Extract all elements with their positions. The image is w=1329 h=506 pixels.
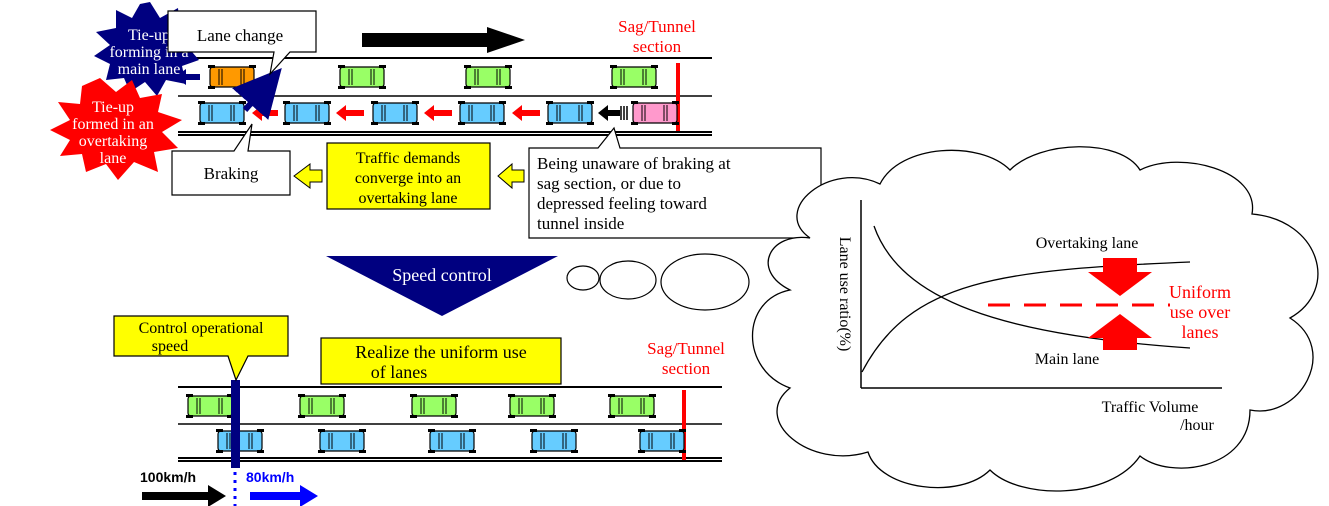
speed-before-label: 100km/h <box>140 469 196 485</box>
speed-after-label: 80km/h <box>246 469 294 485</box>
bottom-road <box>178 386 722 462</box>
sag-label-bottom-2: section <box>662 359 711 378</box>
svg-text:of lanes: of lanes <box>371 362 427 382</box>
speed-after-arrow <box>250 485 318 506</box>
svg-text:Being unaware of braking at: Being unaware of braking at <box>537 154 731 173</box>
sag-label-bottom: Sag/Tunnel <box>647 339 725 358</box>
series-label-main: Main lane <box>1035 351 1099 368</box>
series-label-overtaking: Overtaking lane <box>1036 235 1139 252</box>
annotation-uniform: Uniform <box>1169 282 1231 302</box>
lane-use-chart: Lane use ratio(%) Traffic Volume /hour O… <box>836 200 1231 434</box>
annotation-uniform-2: use over <box>1170 302 1230 322</box>
chart-xlabel-2: /hour <box>1180 417 1214 434</box>
braking-callout: Braking <box>171 123 291 196</box>
sag-label-top: Sag/Tunnel <box>618 17 696 36</box>
chart-cloud <box>751 146 1319 492</box>
svg-text:Realize the uniform use: Realize the uniform use <box>355 342 526 362</box>
unaware-callout: Being unaware of braking at sag section,… <box>528 126 822 239</box>
direction-arrow <box>362 27 525 53</box>
annotation-uniform-3: lanes <box>1182 322 1219 342</box>
svg-text:overtaking lane: overtaking lane <box>358 190 457 207</box>
bottom-main-lane-cars <box>185 393 657 419</box>
arrow-down <box>1088 258 1152 296</box>
control-speed-callout: Control operational speed <box>113 315 289 382</box>
yellow-arrow-left <box>293 163 323 189</box>
svg-text:Traffic demands: Traffic demands <box>356 150 460 167</box>
svg-text:Tie-up: Tie-up <box>92 99 134 116</box>
svg-text:formed in an: formed in an <box>72 116 154 133</box>
svg-text:speed: speed <box>152 338 188 355</box>
svg-text:Lane change: Lane change <box>197 26 283 45</box>
svg-text:main lane: main lane <box>118 61 181 78</box>
traffic-demands-box: Traffic demands converge into an overtak… <box>326 142 491 210</box>
chart-ylabel: Lane use ratio(%) <box>836 237 853 352</box>
svg-text:Speed control: Speed control <box>392 265 491 285</box>
lane-change-callout: Lane change <box>167 10 317 76</box>
burst-overtaking-lane: Tie-up formed in an overtaking lane <box>50 78 182 180</box>
svg-text:overtaking: overtaking <box>79 133 147 150</box>
svg-text:tunnel inside: tunnel inside <box>537 214 624 233</box>
yellow-arrow-right <box>497 162 525 190</box>
speed-before-arrow <box>142 485 226 506</box>
svg-text:converge into an: converge into an <box>355 170 461 187</box>
svg-text:Braking: Braking <box>204 164 259 183</box>
thought-bubbles <box>566 253 750 311</box>
svg-text:Tie-up: Tie-up <box>128 27 170 44</box>
speed-control-gate <box>231 380 240 468</box>
lane-change-arrow <box>232 67 282 120</box>
svg-text:depressed feeling toward: depressed feeling toward <box>537 194 707 213</box>
arrow-up <box>1088 314 1152 350</box>
chart-xlabel: Traffic Volume <box>1102 399 1199 416</box>
realize-uniform-box: Realize the uniform use of lanes <box>320 337 562 385</box>
bottom-overtaking-lane-cars <box>215 428 687 454</box>
svg-text:sag section, or due to: sag section, or due to <box>537 174 681 193</box>
speed-control-arrow: Speed control <box>326 256 558 316</box>
sag-label-top-2: section <box>633 37 682 56</box>
svg-text:Control operational: Control operational <box>139 320 264 337</box>
svg-text:lane: lane <box>100 150 127 167</box>
